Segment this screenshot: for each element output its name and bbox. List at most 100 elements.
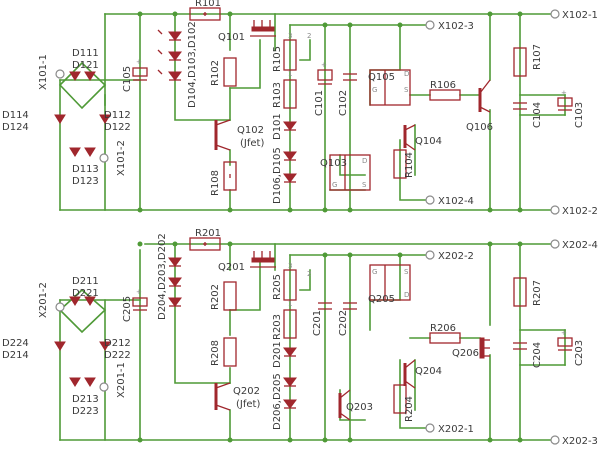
capacitor-c201 (318, 302, 332, 310)
label-d214: D214 (2, 350, 29, 361)
label-q205: Q205 (368, 294, 395, 305)
label-d113: D113 (72, 164, 99, 175)
transistor-q101 (250, 20, 276, 37)
transistor-q106 (478, 79, 491, 113)
svg-text:+: + (561, 329, 567, 337)
transistor-q105 (369, 69, 411, 106)
label-q204: Q204 (415, 366, 442, 377)
svg-text:S: S (362, 181, 367, 189)
label-c201: C201 (312, 310, 323, 336)
led-stack-d202-d204 (168, 257, 182, 307)
label-d123: D123 (72, 176, 99, 187)
svg-text:1: 1 (288, 70, 292, 78)
label-q202: Q202 (233, 386, 260, 397)
label-q102: Q102 (237, 125, 264, 136)
label-d223: D223 (72, 406, 99, 417)
capacitor-c102 (343, 73, 357, 81)
labels-circuit-1: R101 Q101 D104,D103,D102 R102 Q102 (Jfet… (2, 0, 598, 217)
label-r206: R206 (430, 323, 456, 334)
terminal-x202-4 (550, 239, 560, 249)
svg-text:G: G (372, 268, 377, 276)
label-r201: R201 (195, 228, 221, 239)
label-d222: D222 (104, 350, 131, 361)
label-d201: D201 (272, 341, 283, 368)
label-r204: R204 (404, 396, 415, 422)
label-x202-4: X202-4 (562, 240, 598, 251)
label-r101: R101 (195, 0, 221, 9)
led-stack-d205-d206 (283, 377, 297, 409)
terminal-x202-2 (425, 250, 435, 260)
svg-text:S: S (404, 268, 409, 276)
label-r102: R102 (210, 60, 221, 86)
label-x102-3: X102-3 (438, 21, 474, 32)
labels-circuit-2: R201 Q201 D204,D203,D202 R202 R208 Q202 … (2, 228, 598, 447)
label-x102-4: X102-4 (438, 196, 474, 207)
svg-text:2: 2 (307, 32, 311, 40)
transistor-q103 (329, 154, 371, 191)
transistor-q102 (214, 119, 231, 151)
svg-text:3: 3 (288, 262, 292, 270)
resistor-r201 (189, 237, 221, 251)
label-x101-1: X101-1 (38, 54, 49, 90)
junction-dots (137, 11, 523, 443)
label-x201-1: X201-1 (116, 362, 127, 398)
label-x101-2: X101-2 (116, 140, 127, 176)
label-d114: D114 (2, 110, 29, 121)
label-x202-3: X202-3 (562, 436, 598, 447)
svg-text:D: D (404, 70, 409, 78)
transistor-q205 (369, 264, 411, 301)
label-c101: C101 (314, 90, 325, 116)
label-jfet1: (Jfet) (240, 138, 264, 149)
label-d212: D212 (104, 338, 131, 349)
svg-text:S: S (404, 86, 409, 94)
transistor-q206 (479, 337, 490, 359)
label-x102-1: X102-1 (562, 10, 598, 21)
label-d211: D211 (72, 276, 99, 287)
terminal-x101-1 (55, 69, 65, 79)
label-x202-1: X202-1 (438, 424, 474, 435)
svg-text:G: G (372, 86, 377, 94)
svg-text:3: 3 (288, 32, 292, 40)
svg-text:+: + (321, 61, 327, 69)
label-q106: Q106 (466, 122, 493, 133)
capacitor-c101 (317, 69, 333, 85)
label-c205: C205 (122, 296, 133, 322)
label-r108: R108 (210, 170, 221, 196)
label-c102: C102 (338, 90, 349, 116)
label-jfet2: (Jfet) (236, 399, 260, 410)
label-q104: Q104 (415, 136, 442, 147)
svg-text:D: D (362, 157, 367, 165)
capacitor-c103 (557, 97, 573, 111)
label-c103: C103 (574, 102, 585, 128)
label-r104: R104 (404, 152, 415, 178)
pin-markers: 3 2 1 G S D G S D 3 2 1 G S D + + + + + (136, 32, 567, 337)
label-d122: D122 (104, 122, 131, 133)
capacitor-c204 (513, 342, 527, 350)
label-r205: R205 (272, 274, 283, 300)
capacitor-c202 (343, 302, 357, 310)
resistor-r104 (393, 149, 407, 179)
terminal-x102-2 (550, 205, 560, 215)
label-r107: R107 (532, 44, 543, 70)
label-r203: R203 (272, 314, 283, 340)
transistor-q104 (403, 124, 416, 151)
label-d-led3: D204,D203,D202 (157, 233, 168, 320)
bridge-diodes-circuit-1 (54, 71, 111, 157)
resistor-r102 (223, 57, 237, 87)
wires-circuit-2 (58, 243, 566, 441)
terminals-circuit-1 (55, 9, 560, 215)
led-stack-d105-d106 (283, 151, 297, 183)
transistor-q203 (338, 389, 351, 421)
terminal-x202-1 (425, 423, 435, 433)
bridge-diodes-circuit-2 (54, 296, 111, 387)
resistor-r106 (429, 89, 461, 101)
resistor-r204 (393, 384, 407, 414)
label-d111: D111 (72, 48, 99, 59)
diode-d201 (283, 347, 297, 357)
svg-text:2: 2 (307, 270, 311, 278)
svg-text:1: 1 (288, 300, 292, 308)
terminal-x102-3 (425, 20, 435, 30)
resistor-r101 (189, 7, 221, 21)
label-c104: C104 (532, 102, 543, 128)
label-r103: R103 (272, 82, 283, 108)
